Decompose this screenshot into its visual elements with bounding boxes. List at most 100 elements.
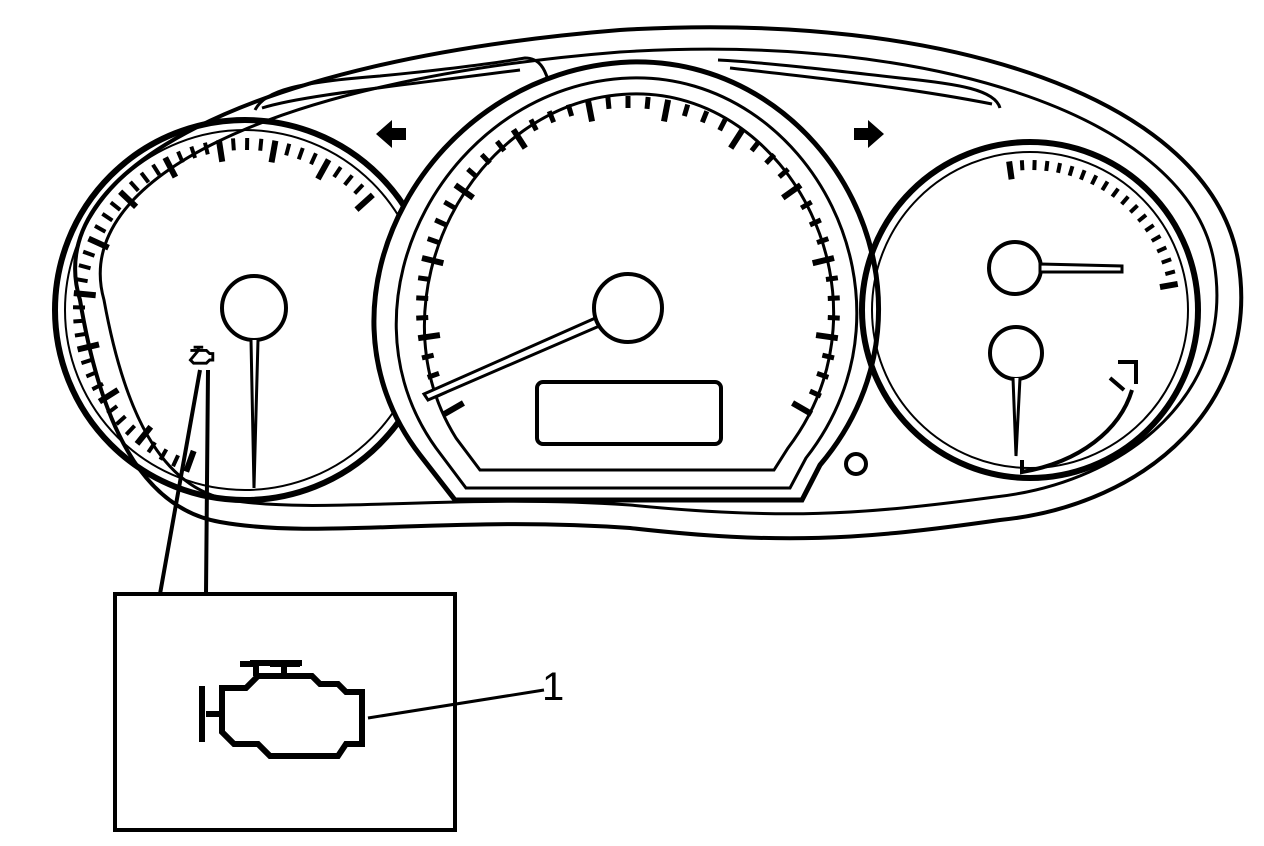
scale-tick xyxy=(815,332,839,342)
scale-tick xyxy=(764,152,777,165)
scale-tick xyxy=(426,236,440,245)
scale-tick xyxy=(1161,257,1172,265)
indicator-inset: 1 xyxy=(113,592,564,832)
scale-tick xyxy=(315,158,332,181)
scale-tick xyxy=(749,139,762,153)
scale-tick xyxy=(343,174,354,187)
scale-tick xyxy=(91,381,104,392)
scale-tick xyxy=(827,315,840,321)
scale-tick xyxy=(605,96,612,110)
upper-gauge-hub xyxy=(987,240,1043,296)
scale-tick xyxy=(115,414,127,426)
scale-tick xyxy=(268,140,279,163)
scale-tick xyxy=(258,138,264,151)
scale-tick xyxy=(134,424,154,446)
fuel-temperature-gauge xyxy=(844,139,1201,481)
scale-tick xyxy=(421,352,435,361)
lower-gauge-hub xyxy=(988,325,1044,381)
scale-tick xyxy=(1110,187,1120,198)
scale-tick xyxy=(1164,269,1176,276)
top-visor-lenses xyxy=(253,56,1002,111)
upper-gauge-scale xyxy=(1006,160,1179,291)
scale-tick xyxy=(681,103,691,117)
scale-tick xyxy=(1156,245,1168,254)
scale-tick xyxy=(825,275,839,283)
scale-tick xyxy=(644,96,651,110)
scale-tick xyxy=(799,199,813,211)
cluster-housing xyxy=(73,25,1244,541)
scale-tick xyxy=(151,163,162,176)
scale-tick xyxy=(296,147,305,160)
scale-tick xyxy=(128,180,140,193)
scale-tick xyxy=(353,183,365,195)
scale-tick xyxy=(700,110,710,124)
scale-tick xyxy=(124,424,137,436)
scale-tick xyxy=(146,441,157,454)
scale-tick xyxy=(1137,213,1148,223)
scale-tick xyxy=(1056,162,1063,174)
scale-tick xyxy=(118,189,139,210)
scale-tick xyxy=(78,263,92,271)
odometer-display xyxy=(535,380,723,446)
scale-tick xyxy=(443,199,457,211)
scale-tick xyxy=(453,182,475,201)
scale-tick xyxy=(584,99,595,123)
scale-tick xyxy=(1128,203,1139,214)
scale-tick xyxy=(565,103,575,117)
scale-tick xyxy=(85,369,99,379)
scale-tick xyxy=(546,110,556,124)
scale-tick xyxy=(442,400,465,417)
scale-tick xyxy=(811,255,835,267)
scale-tick xyxy=(203,142,210,155)
scale-tick xyxy=(87,235,110,251)
scale-tick xyxy=(528,118,539,132)
scale-tick xyxy=(97,387,120,405)
scale-tick xyxy=(1159,280,1179,291)
scale-tick xyxy=(183,449,197,473)
scale-tick xyxy=(494,139,507,153)
scale-tick xyxy=(1019,160,1025,171)
scale-tick xyxy=(791,400,814,417)
scale-tick xyxy=(816,371,830,380)
scale-tick xyxy=(661,99,672,123)
tachometer-hub xyxy=(220,274,288,342)
scale-tick xyxy=(162,156,179,179)
speedometer-hub xyxy=(592,272,664,344)
left-turn-signal-icon xyxy=(376,120,406,148)
scale-tick xyxy=(416,295,429,301)
scale-tick xyxy=(808,388,822,399)
scale-tick xyxy=(827,295,840,301)
scale-tick xyxy=(510,128,528,150)
scale-tick xyxy=(1006,161,1015,180)
scale-tick xyxy=(189,145,197,159)
lower-gauge-scale xyxy=(1020,360,1138,475)
scale-tick xyxy=(76,341,100,353)
inset-leader-lines xyxy=(158,369,210,595)
scale-tick xyxy=(816,236,830,245)
callout-number-1: 1 xyxy=(542,665,564,709)
scale-tick xyxy=(417,275,431,283)
scale-tick xyxy=(215,139,226,163)
scale-tick xyxy=(479,152,492,165)
callout-leader-1 xyxy=(367,688,545,720)
scale-tick xyxy=(82,249,96,258)
scale-tick xyxy=(158,448,169,461)
check-engine-icon xyxy=(199,660,365,759)
scale-tick xyxy=(75,277,88,284)
scale-tick xyxy=(1090,174,1099,186)
scale-tick xyxy=(434,217,448,228)
reset-knob xyxy=(844,452,868,476)
tachometer-scale xyxy=(72,137,375,473)
upper-gauge-needle xyxy=(1038,262,1124,274)
scale-tick xyxy=(73,318,86,324)
scale-tick xyxy=(176,150,185,164)
scale-tick xyxy=(231,138,236,151)
scale-tick xyxy=(139,171,151,184)
tachometer-needle xyxy=(249,339,260,489)
scale-tick xyxy=(284,143,292,156)
scale-tick xyxy=(717,118,728,132)
scale-tick xyxy=(781,182,803,201)
check-engine-icon-small xyxy=(188,345,215,365)
scale-tick xyxy=(309,152,318,166)
